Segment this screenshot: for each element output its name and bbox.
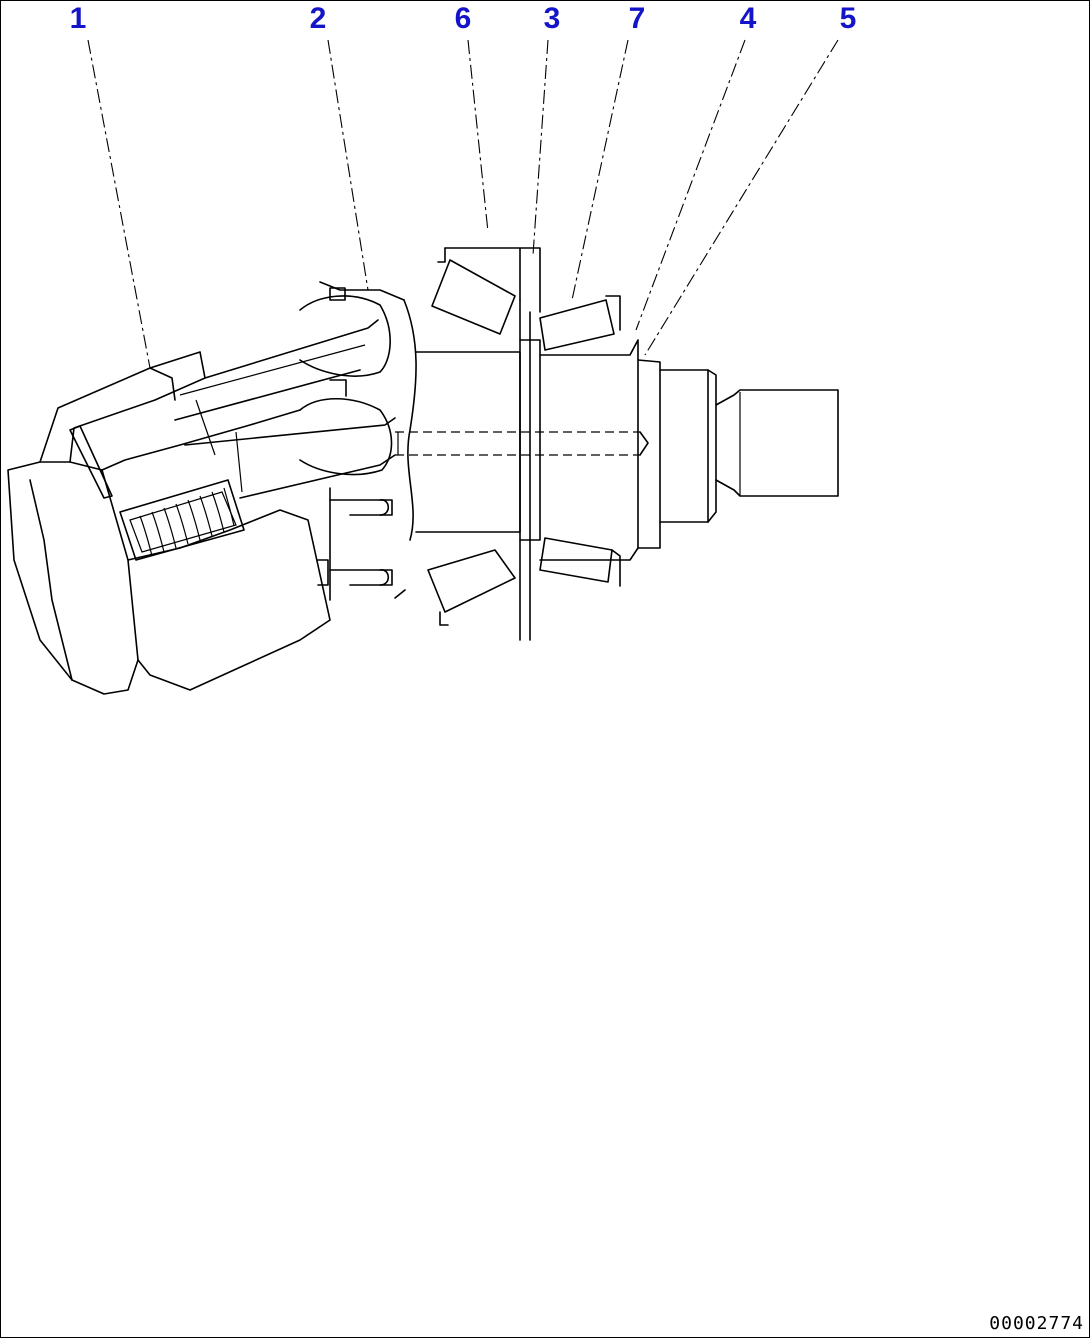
bolts	[379, 499, 406, 599]
callout-4: 4	[739, 2, 757, 35]
spring-coils	[139, 487, 235, 557]
output-shaft	[715, 389, 839, 497]
leader-line-6	[467, 39, 489, 233]
motor-body	[7, 281, 405, 695]
leader-line-7	[571, 39, 629, 301]
figure-number: 00002774	[989, 1313, 1084, 1334]
race-4	[539, 339, 639, 561]
callout-2: 2	[309, 2, 327, 35]
bearing-7	[539, 295, 621, 587]
leader-line-1	[87, 39, 151, 369]
thrust-plate-3	[519, 247, 541, 641]
ring-5	[637, 359, 717, 549]
leader-line-4	[635, 39, 746, 331]
housing-plate	[317, 287, 393, 601]
callout-6: 6	[454, 2, 472, 35]
callout-5: 5	[839, 2, 857, 35]
callout-3: 3	[543, 2, 561, 35]
cylinder-block	[395, 299, 649, 541]
leader-lines	[87, 39, 839, 369]
callout-1: 1	[69, 2, 87, 35]
bearing-6	[427, 247, 521, 626]
leader-line-5	[644, 39, 839, 356]
leader-line-3	[532, 39, 549, 256]
leader-line-2	[327, 39, 369, 291]
callout-7: 7	[628, 2, 646, 35]
